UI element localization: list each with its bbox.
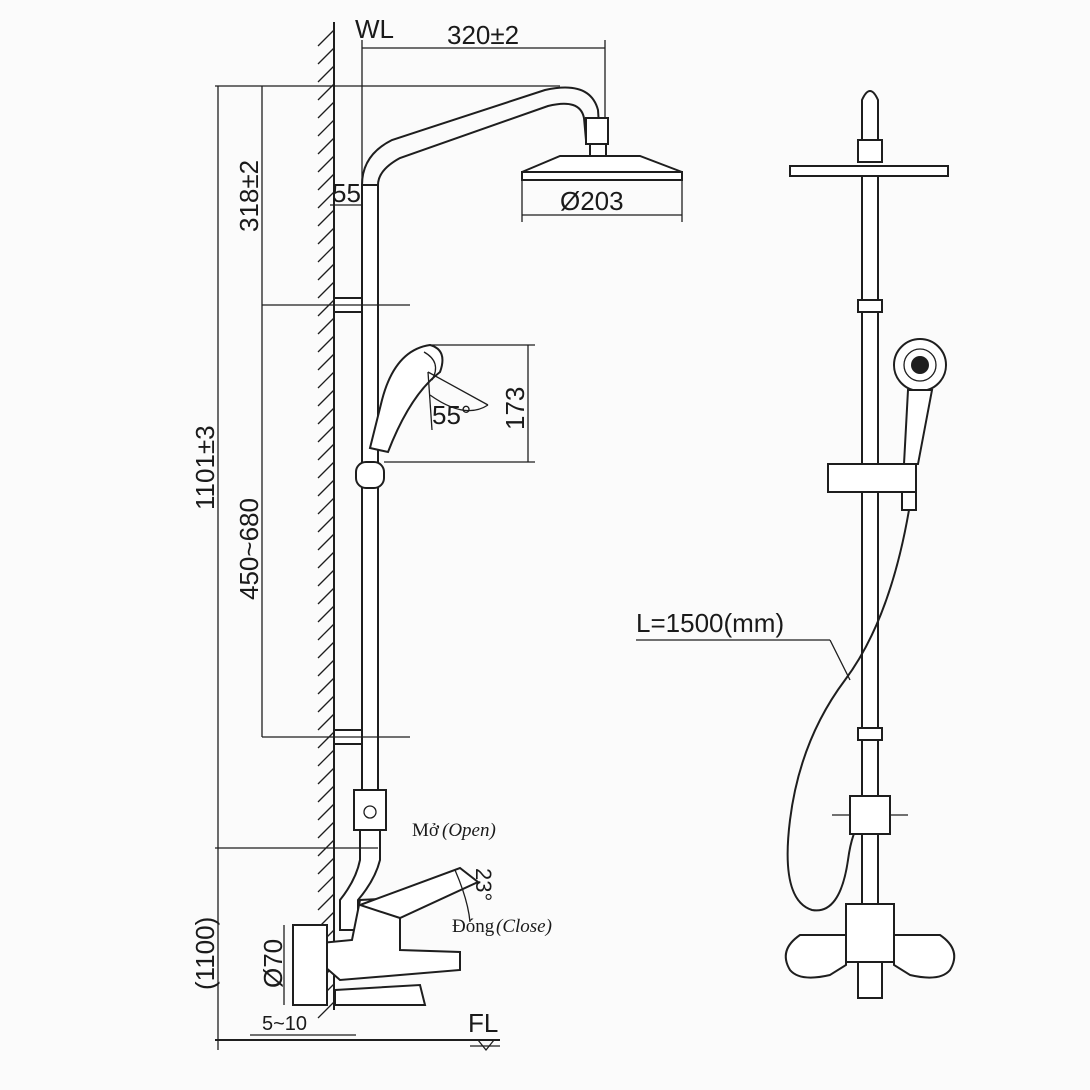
wall-hatch-line bbox=[317, 29, 335, 47]
wall-hatch-line bbox=[317, 209, 335, 227]
label-mixer-height: (1100) bbox=[190, 917, 220, 990]
overhead-head-front bbox=[789, 165, 949, 177]
hand-shower bbox=[368, 343, 444, 454]
label-handheld-angle: 55° bbox=[432, 400, 471, 430]
text-labels: WL 320±2 Ø203 55 318±2 1101±3 450~680 17… bbox=[190, 14, 851, 1038]
wall-hatch-line bbox=[317, 749, 335, 767]
wall-hatch-line bbox=[317, 821, 335, 839]
wall-hatch-line bbox=[317, 65, 335, 83]
slide-holder-front bbox=[827, 463, 917, 493]
wall-hatch-line bbox=[317, 227, 335, 245]
top-nut bbox=[861, 90, 879, 141]
wall-hatch-line bbox=[317, 425, 335, 443]
overhead-head bbox=[521, 171, 683, 181]
wall-hatch-line bbox=[317, 299, 335, 317]
lever-handle bbox=[356, 866, 480, 920]
label-arm-height: 318±2 bbox=[234, 160, 264, 232]
wall-hatch-line bbox=[317, 137, 335, 155]
spout bbox=[334, 983, 427, 1006]
diverter bbox=[849, 795, 891, 835]
wall-hatch-line bbox=[317, 101, 335, 119]
wall-hatch-line bbox=[317, 875, 335, 893]
wall-hatch-line bbox=[317, 587, 335, 605]
dimension-lines bbox=[215, 40, 683, 1050]
wall-hatch-line bbox=[317, 461, 335, 479]
mixer-body bbox=[297, 896, 461, 982]
wall-hatch-line bbox=[317, 371, 335, 389]
label-escutcheon-diameter: Ø70 bbox=[258, 939, 288, 988]
wall-hatch-line bbox=[317, 695, 335, 713]
floor-line bbox=[215, 1039, 500, 1052]
wall-hatch-line bbox=[317, 677, 335, 695]
shower-arm-inner bbox=[377, 102, 587, 186]
wall-hatch-line bbox=[317, 83, 335, 101]
wall-hatch-line bbox=[317, 659, 335, 677]
front-view bbox=[784, 90, 956, 999]
label-open-en: (Open) bbox=[442, 820, 496, 841]
label-close-en: (Close) bbox=[496, 916, 552, 937]
wall-hatch-line bbox=[317, 155, 335, 173]
wall-hatch-line bbox=[317, 641, 335, 659]
label-hose-length: L=1500(mm) bbox=[636, 608, 784, 638]
side-view bbox=[292, 86, 683, 1006]
wall-hatch-line bbox=[317, 785, 335, 803]
label-wl: WL bbox=[355, 14, 394, 44]
label-open-vi: Mở bbox=[412, 820, 440, 841]
wall-hatch-line bbox=[317, 353, 335, 371]
wall-hatch-line bbox=[317, 281, 335, 299]
wall-hatch-line bbox=[317, 713, 335, 731]
label-handheld-height: 173 bbox=[500, 387, 530, 430]
label-total-height: 1101±3 bbox=[190, 425, 220, 510]
wall-hatch-line bbox=[317, 317, 335, 335]
wall-hatch-line bbox=[317, 767, 335, 785]
wall-hatch-line bbox=[317, 173, 335, 191]
wall-hatch-line bbox=[317, 731, 335, 749]
slide-holder bbox=[355, 461, 385, 489]
head-connector bbox=[585, 117, 609, 145]
label-close-vi: Đóng bbox=[452, 916, 495, 937]
label-arm-length: 320±2 bbox=[447, 20, 519, 50]
shower-arm-outer bbox=[361, 86, 601, 186]
wall bbox=[317, 22, 335, 1019]
label-bracket-spacing: 450~680 bbox=[234, 498, 264, 600]
wall-hatch-line bbox=[317, 1001, 335, 1019]
label-wall-gap: 5~10 bbox=[262, 1013, 307, 1035]
wall-hatch-line bbox=[317, 389, 335, 407]
label-arm-offset: 55 bbox=[332, 178, 361, 208]
wall-hatch-line bbox=[317, 119, 335, 137]
wall-hatch-line bbox=[317, 47, 335, 65]
riser-union bbox=[353, 789, 387, 831]
hose bbox=[786, 509, 910, 912]
mixer-front bbox=[845, 903, 895, 963]
wall-hatch-line bbox=[317, 803, 335, 821]
wall-hatch-line bbox=[317, 893, 335, 911]
wall-hatch-line bbox=[317, 407, 335, 425]
label-lever-angle: 23° bbox=[471, 868, 496, 901]
wall-hatch-line bbox=[317, 497, 335, 515]
wall-hatch-line bbox=[317, 623, 335, 641]
wall-hatch-line bbox=[317, 515, 335, 533]
wall-hatch-line bbox=[317, 191, 335, 209]
escutcheon bbox=[292, 924, 328, 1006]
wall-hatch-line bbox=[317, 569, 335, 587]
wall-hatch-line bbox=[317, 857, 335, 875]
label-fl: FL bbox=[468, 1008, 498, 1038]
wall-hatch-line bbox=[317, 551, 335, 569]
wall-hatch-line bbox=[317, 605, 335, 623]
wall-hatch-line bbox=[317, 245, 335, 263]
wall-hatch-line bbox=[317, 263, 335, 281]
wall-hatch-line bbox=[317, 443, 335, 461]
wall-hatch-line bbox=[317, 479, 335, 497]
wall-hatch-line bbox=[317, 533, 335, 551]
label-head-diameter: Ø203 bbox=[560, 186, 624, 216]
wall-hatch-line bbox=[317, 335, 335, 353]
